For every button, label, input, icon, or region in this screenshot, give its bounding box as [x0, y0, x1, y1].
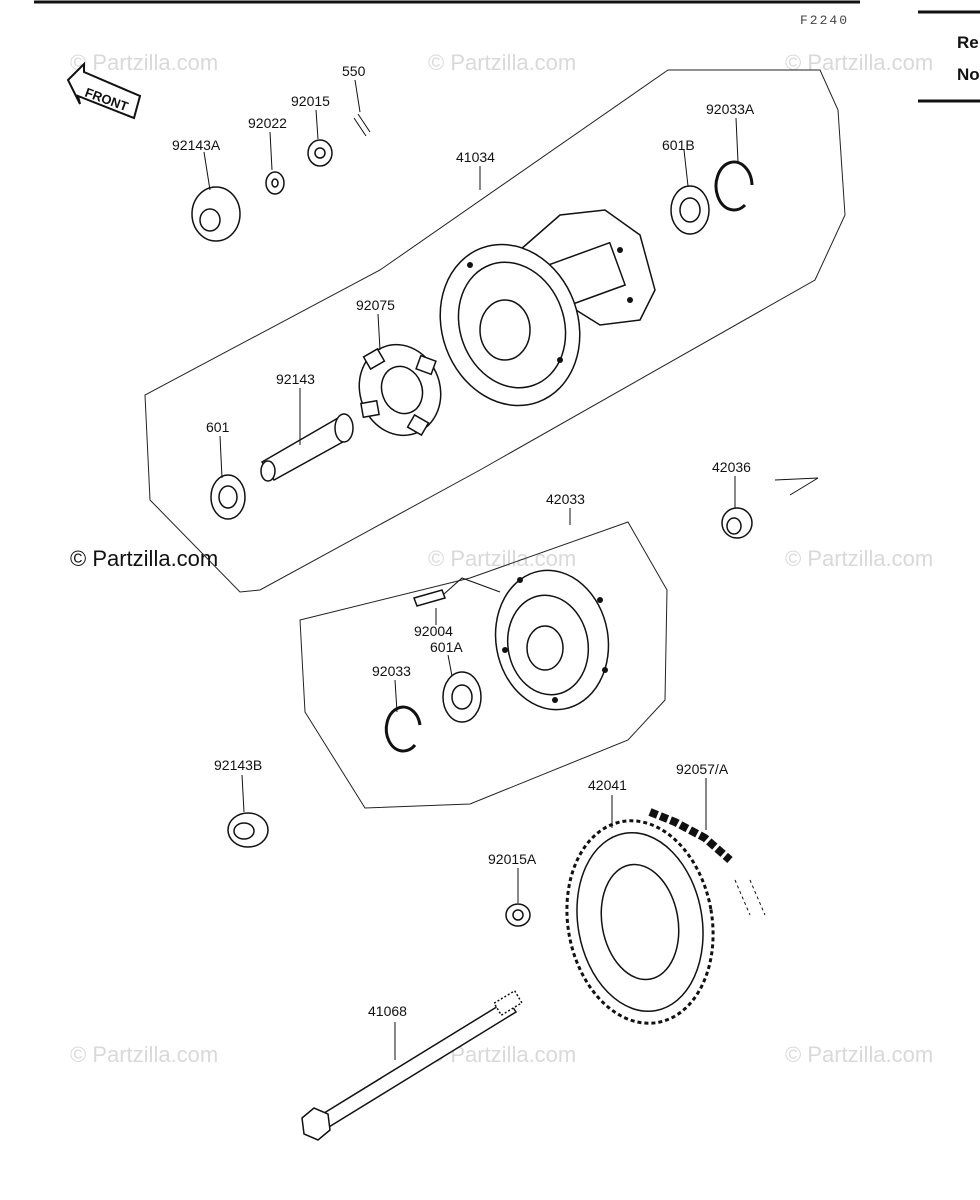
- nut-92015A: [505, 868, 531, 927]
- sleeve-92143: [260, 388, 354, 482]
- bearing-601B: [670, 149, 710, 235]
- chain-92057A: [648, 778, 766, 916]
- collar-92143A: [191, 151, 241, 242]
- part-label: 92033: [372, 663, 411, 679]
- coupling-assembly-outline: [299, 521, 668, 809]
- watermark: © Partzilla.com: [785, 546, 933, 571]
- coupling-42033: [494, 508, 610, 711]
- watermark: © Partzilla.com: [785, 50, 933, 75]
- part-label: 41034: [456, 149, 495, 165]
- bearing-601A: [442, 654, 482, 723]
- collar-92143B: [227, 774, 269, 848]
- watermark: © Partzilla.com: [70, 50, 218, 75]
- collar-42036: [721, 476, 819, 539]
- part-label: 92075: [356, 297, 395, 313]
- part-label: 42041: [588, 777, 627, 793]
- part-label: 42033: [546, 491, 585, 507]
- side-note-line2: No: [957, 65, 980, 84]
- part-label: 92004: [414, 623, 453, 639]
- part-label: 92022: [248, 115, 287, 131]
- diagram-code: F2240: [800, 13, 849, 28]
- part-label: 92143A: [172, 137, 221, 153]
- watermark-main: © Partzilla.com: [70, 546, 218, 571]
- nut-92015: [307, 109, 333, 167]
- part-label: 92033A: [706, 101, 755, 117]
- part-label: 550: [342, 63, 366, 79]
- part-label: 601B: [662, 137, 695, 153]
- axle-41068: [301, 989, 523, 1141]
- stud-92004: [413, 577, 501, 625]
- circlip-92033A: [714, 117, 754, 212]
- part-label: 92143: [276, 371, 315, 387]
- circlip-92033: [384, 679, 422, 753]
- part-label: 92143B: [214, 757, 262, 773]
- part-label: 41068: [368, 1003, 407, 1019]
- part-label: 601A: [430, 639, 463, 655]
- watermark: © Partzilla.com: [785, 1042, 933, 1067]
- part-label: 92015A: [488, 851, 537, 867]
- part-label: 92057/A: [676, 761, 729, 777]
- part-label: 92015: [291, 93, 330, 109]
- hub-assembly-outline: [144, 69, 846, 593]
- side-note-line1: Re: [957, 33, 979, 52]
- sprocket-42041: [565, 795, 715, 1025]
- cotter-pin-550: [353, 79, 371, 137]
- watermark: © Partzilla.com: [428, 50, 576, 75]
- rear-hub-41034: [439, 166, 656, 407]
- bearing-601: [210, 435, 246, 520]
- part-label: 601: [206, 419, 230, 435]
- watermark: © Partzilla.com: [70, 1042, 218, 1067]
- washer-92022: [265, 131, 285, 195]
- watermark: © Partzilla.com: [428, 546, 576, 571]
- damper-92075: [358, 313, 442, 437]
- part-label: 42036: [712, 459, 751, 475]
